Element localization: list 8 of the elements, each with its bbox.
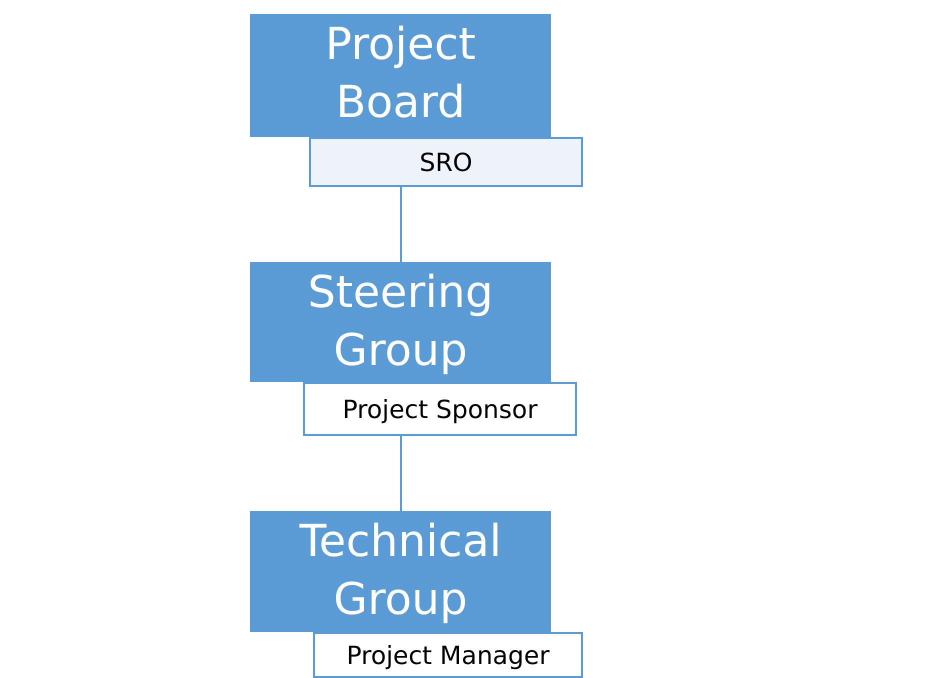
group-box: Project Board (250, 14, 551, 137)
connector-line (400, 436, 402, 511)
role-box: SRO (309, 137, 583, 187)
role-box: Project Sponsor (303, 382, 577, 436)
group-box: Technical Group (250, 511, 551, 632)
role-box: Project Manager (313, 632, 583, 678)
group-box: Steering Group (250, 262, 551, 382)
connector-line (400, 187, 402, 262)
